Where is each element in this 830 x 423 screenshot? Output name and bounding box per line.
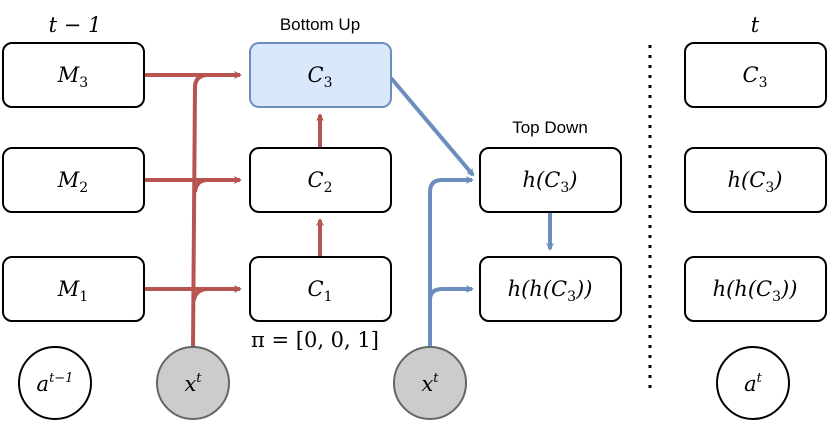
- node-out-h-c3: h(C3): [684, 147, 827, 213]
- edge-x-c2: [193, 178, 209, 193]
- svg-text:M2: M2: [57, 168, 88, 196]
- header-bottom-up: Bottom Up: [280, 15, 360, 34]
- edge-x-c3: [191, 73, 209, 349]
- node-a-curr: at: [716, 346, 790, 420]
- node-c1: C1: [249, 256, 392, 322]
- node-x-top-down: xt: [393, 346, 467, 420]
- node-a-prev: at−1: [18, 346, 92, 420]
- header-top-down: Top Down: [512, 118, 588, 137]
- top-down-edges: [389, 76, 554, 348]
- edge-c3-hc3: [389, 76, 475, 177]
- node-x-bottom-up: xt: [156, 346, 230, 420]
- svg-text:xt: xt: [421, 371, 439, 396]
- svg-text:C1: C1: [308, 277, 333, 305]
- pi-label: π = [0, 0, 1]: [251, 328, 379, 352]
- header-curr-time: t: [751, 13, 760, 37]
- svg-text:h(C3): h(C3): [728, 168, 783, 196]
- svg-text:h(h(C3)): h(h(C3)): [713, 277, 798, 305]
- edge-x-c1: [192, 287, 209, 301]
- header-prev-time: t − 1: [49, 13, 102, 37]
- svg-text:h(h(C3)): h(h(C3)): [508, 277, 593, 305]
- svg-text:h(C3): h(C3): [523, 168, 578, 196]
- node-m1: M1: [2, 256, 145, 322]
- svg-text:M3: M3: [57, 63, 88, 91]
- edge-x-hhc3: [428, 285, 474, 301]
- svg-text:xt: xt: [184, 371, 202, 396]
- edge-x-hc3: [428, 176, 474, 348]
- node-out-c3: C3: [684, 42, 827, 108]
- svg-text:at: at: [744, 371, 763, 396]
- node-m3: M3: [2, 42, 145, 108]
- node-m2: M2: [2, 147, 145, 213]
- node-c2: C2: [249, 147, 392, 213]
- svg-text:at−1: at−1: [37, 371, 74, 396]
- node-c3: C3: [249, 42, 392, 108]
- node-h-h-c3: h(h(C3)): [479, 256, 622, 322]
- node-out-h-h-c3: h(h(C3)): [684, 256, 827, 322]
- svg-text:M1: M1: [57, 277, 88, 305]
- svg-text:C3: C3: [743, 63, 768, 91]
- bottom-up-edges: [144, 71, 324, 349]
- svg-text:C2: C2: [308, 168, 333, 196]
- node-h-c3: h(C3): [479, 147, 622, 213]
- svg-text:C3: C3: [308, 63, 333, 91]
